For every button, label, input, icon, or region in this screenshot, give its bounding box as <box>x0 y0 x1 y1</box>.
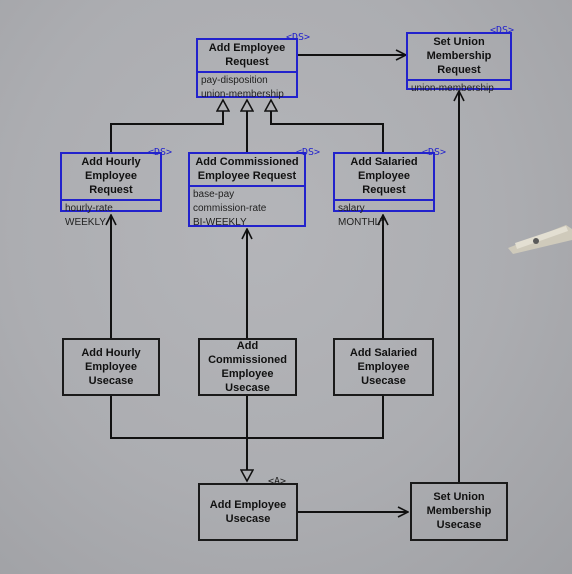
add-employee-request-node[interactable]: Add Employee Request pay-disposition uni… <box>196 38 298 100</box>
set-union-membership-usecase-node[interactable]: Set Union Membership Usecase <box>410 482 508 541</box>
node-attribute: pay-disposition <box>201 75 268 86</box>
add-hourly-employee-usecase-node[interactable]: Add Hourly Employee Usecase <box>62 338 160 396</box>
node-title: Add Salaried Employee Request <box>335 154 433 201</box>
add-commissioned-employee-usecase-node[interactable]: Add Commissioned Employee Usecase <box>198 338 297 396</box>
node-title: Add Salaried Employee Usecase <box>349 346 418 387</box>
node-attribute: base-pay <box>193 189 235 200</box>
node-title: Set Union Membership Usecase <box>426 491 492 531</box>
inherit-hourly-request <box>110 100 223 152</box>
node-attribute: union-membership <box>201 89 284 100</box>
node-title: Add Hourly Employee Usecase <box>81 346 141 387</box>
node-attribute: MONTHLY <box>338 217 387 228</box>
node-title: Add Hourly Employee Request <box>62 154 160 201</box>
add-salaried-employee-request-node[interactable]: Add Salaried Employee Request salary MON… <box>333 152 435 228</box>
node-attribute: union-membership <box>411 83 494 94</box>
ds-stereotype: <DS> <box>286 32 311 43</box>
node-attribute: salary <box>338 203 365 214</box>
pen-in-photo <box>508 225 572 254</box>
add-commissioned-employee-request-node[interactable]: Add Commissioned Employee Request base-p… <box>188 152 306 228</box>
add-hourly-employee-request-node[interactable]: Add Hourly Employee Request hourly-rate … <box>60 152 162 228</box>
node-title: Add Employee Request <box>198 40 296 73</box>
add-salaried-employee-usecase-node[interactable]: Add Salaried Employee Usecase <box>333 338 434 396</box>
node-attribute: commission-rate <box>193 203 267 214</box>
ds-stereotype: <DS> <box>148 147 173 158</box>
inherit-salaried-request <box>271 100 384 152</box>
node-title: Add Commissioned Employee Request <box>190 154 304 187</box>
node-title: Set Union Membership Request <box>408 34 510 81</box>
node-attribute: hourly-rate <box>65 203 113 214</box>
node-title: Add Employee Usecase <box>209 498 287 525</box>
ds-stereotype: <DS> <box>296 147 321 158</box>
ds-stereotype: <DS> <box>490 25 515 36</box>
abstract-stereotype: <A> <box>268 476 287 487</box>
ds-stereotype: <DS> <box>422 147 447 158</box>
add-employee-usecase-node[interactable]: Add Employee Usecase <box>198 483 298 541</box>
node-attribute: WEEKLY <box>65 217 106 228</box>
set-union-membership-request-node[interactable]: Set Union Membership Request union-membe… <box>406 32 512 94</box>
node-title: Add Commissioned Employee Usecase <box>208 339 287 394</box>
node-attribute: BI-WEEKLY <box>193 217 247 228</box>
